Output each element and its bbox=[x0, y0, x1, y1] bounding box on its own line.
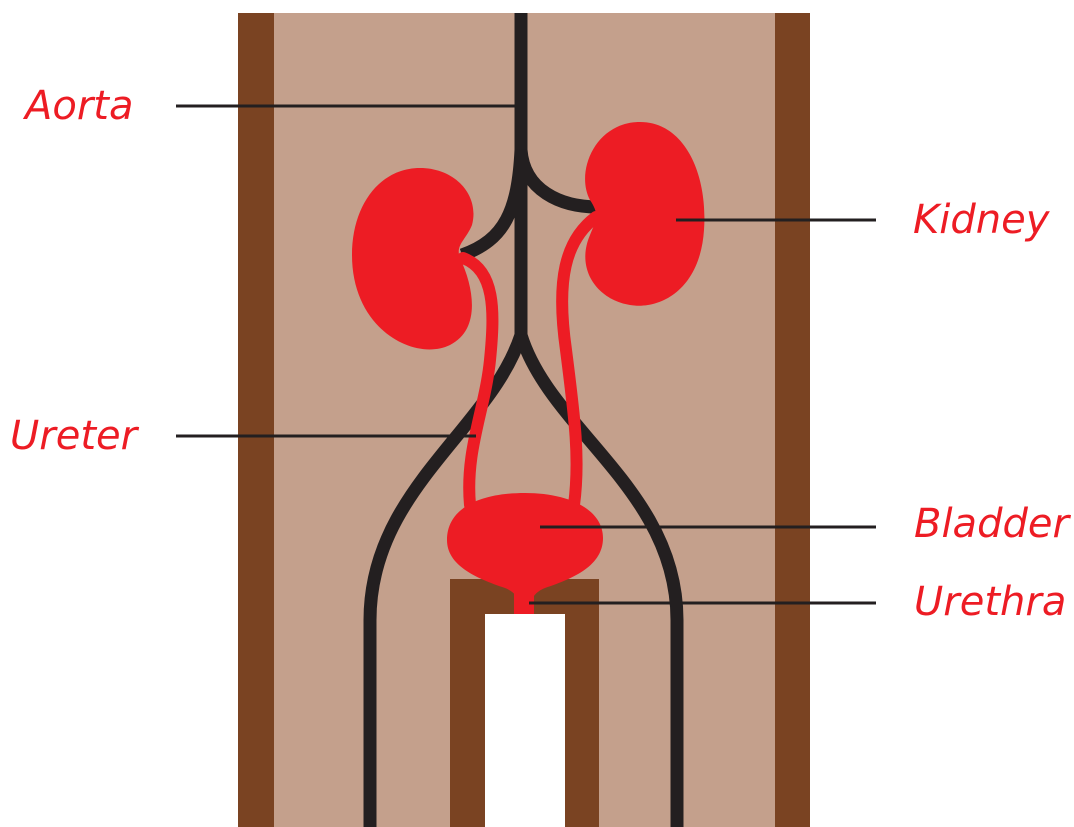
kidney-label: Kidney bbox=[913, 197, 1051, 243]
right-body-wall bbox=[775, 13, 810, 827]
urethra-label: Urethra bbox=[914, 579, 1066, 625]
pelvic-opening bbox=[485, 614, 565, 827]
bladder-label: Bladder bbox=[914, 501, 1071, 547]
left-kidney bbox=[585, 122, 704, 306]
left-body-wall bbox=[238, 13, 274, 827]
ureter-label: Ureter bbox=[10, 413, 140, 459]
aorta-label: Aorta bbox=[22, 83, 133, 129]
